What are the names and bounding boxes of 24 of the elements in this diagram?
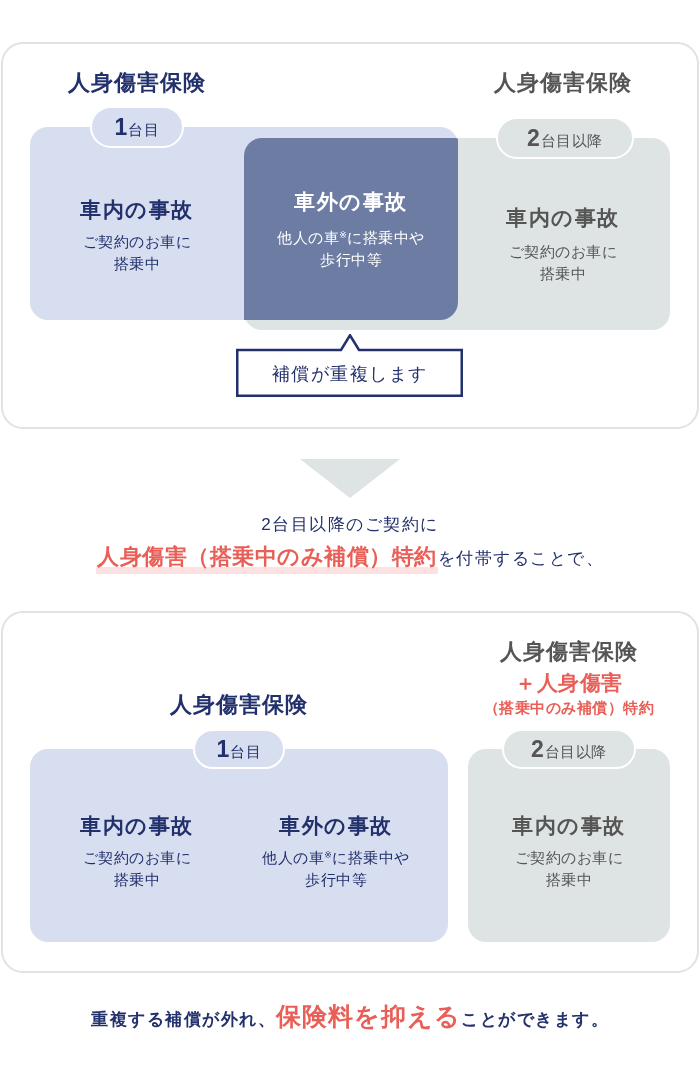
- accident-title: 車内の事故: [506, 205, 620, 231]
- accident-title: 車内の事故: [80, 813, 194, 839]
- accident-title: 車内の事故: [512, 813, 626, 839]
- section-heading: 人身傷害保険: [494, 69, 632, 97]
- accident-title: 車内の事故: [80, 197, 194, 223]
- section-heading: 人身傷害保険: [170, 691, 308, 719]
- section-heading: 人身傷害保険: [500, 638, 638, 666]
- rider-heading: ＋人身傷害（搭乗中のみ補償）特約: [482, 670, 656, 718]
- count-badge: 2台目以降: [502, 729, 636, 769]
- description-text: 他人の車$^{※}$に搭乗中や歩行中等: [276, 228, 426, 270]
- count-badge: 1台目: [90, 106, 184, 148]
- description-text: ご契約のお車に搭乗中: [81, 848, 193, 890]
- count-badge: 2台目以降: [496, 117, 634, 159]
- lead-text: 2台目以降のご契約に人身傷害（搭乗中のみ補償）特約を付帯することで、: [96, 509, 604, 581]
- callout-text: 補償が重複します: [271, 362, 428, 386]
- summary-text: 重複する補償が外れ、保険料を抑えることができます。: [91, 1001, 609, 1032]
- description-text: ご契約のお車に搭乗中: [81, 232, 193, 274]
- description-text: 他人の車$^{※}$に搭乗中や歩行中等: [261, 848, 411, 890]
- accident-title: 車外の事故: [279, 813, 393, 839]
- description-text: ご契約のお車に搭乗中: [507, 242, 619, 284]
- accident-title: 車外の事故: [294, 189, 408, 215]
- count-badge: 1台目: [193, 729, 285, 769]
- description-text: ご契約のお車に搭乗中: [513, 848, 625, 890]
- section-heading: 人身傷害保険: [68, 69, 206, 97]
